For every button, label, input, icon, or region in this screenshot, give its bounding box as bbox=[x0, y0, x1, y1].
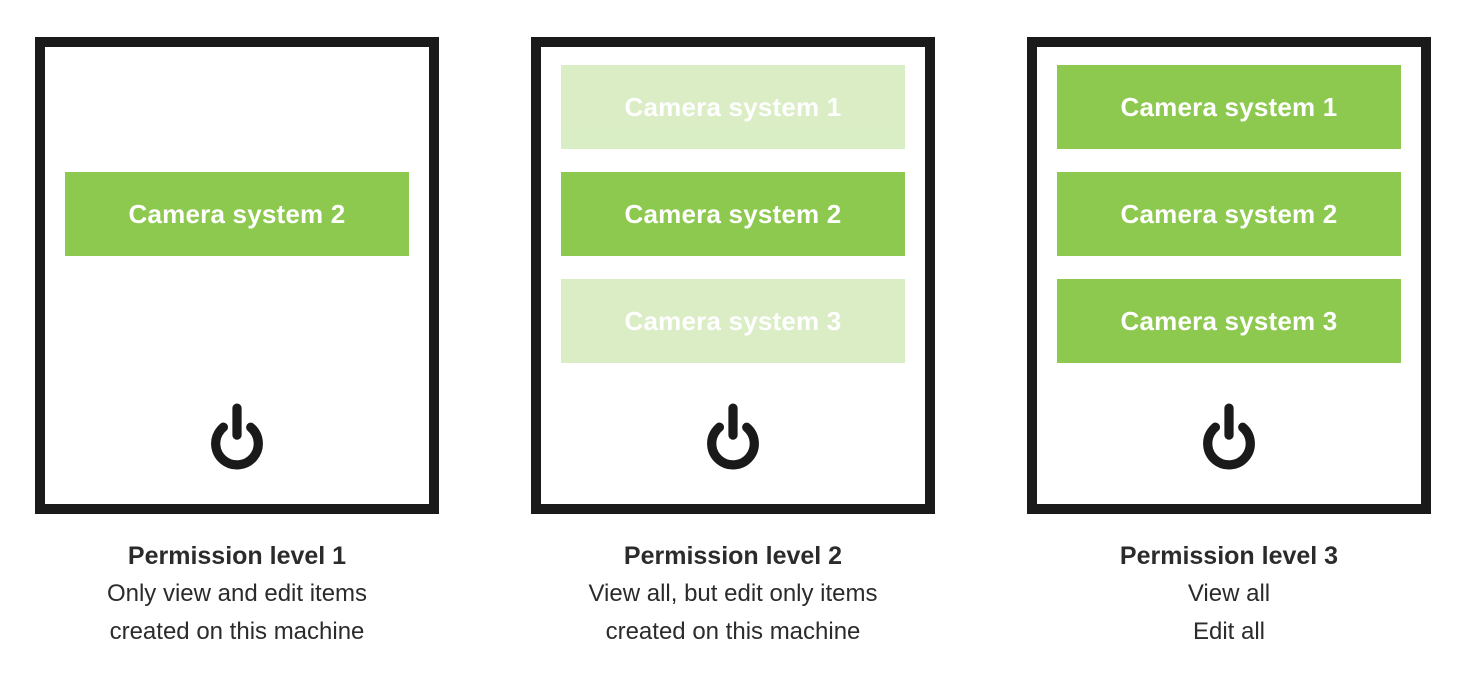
caption-title: Permission level 2 bbox=[623, 542, 843, 570]
camera-system-button[interactable]: Camera system 1 bbox=[1057, 65, 1401, 149]
caption-block: Permission level 2 View all, but edit on… bbox=[531, 537, 935, 651]
caption-line: Edit all bbox=[1192, 618, 1266, 645]
columns-row: Camera system 2 Permission level 1 Only … bbox=[35, 37, 1431, 651]
permission-column-3: Camera system 1 Camera system 2 Camera s… bbox=[1027, 37, 1431, 651]
caption-line: View all, but edit only items bbox=[588, 580, 878, 607]
device-screen-1: Camera system 2 bbox=[35, 37, 439, 514]
power-icon[interactable] bbox=[1197, 401, 1261, 472]
power-icon[interactable] bbox=[205, 401, 269, 472]
camera-system-button[interactable]: Camera system 2 bbox=[65, 172, 409, 256]
camera-system-button[interactable]: Camera system 2 bbox=[561, 172, 905, 256]
camera-system-button[interactable]: Camera system 2 bbox=[1057, 172, 1401, 256]
permission-column-1: Camera system 2 Permission level 1 Only … bbox=[35, 37, 439, 651]
button-slots: Camera system 1 Camera system 2 Camera s… bbox=[541, 47, 925, 363]
caption-title: Permission level 3 bbox=[1119, 542, 1339, 570]
device-screen-2: Camera system 1 Camera system 2 Camera s… bbox=[531, 37, 935, 514]
caption-line: View all bbox=[1187, 580, 1271, 607]
camera-system-button[interactable]: Camera system 3 bbox=[1057, 279, 1401, 363]
button-slots: Camera system 2 bbox=[45, 47, 429, 363]
power-icon[interactable] bbox=[701, 401, 765, 472]
device-screen-3: Camera system 1 Camera system 2 Camera s… bbox=[1027, 37, 1431, 514]
camera-system-button[interactable]: Camera system 3 bbox=[561, 279, 905, 363]
caption-title: Permission level 1 bbox=[127, 542, 347, 570]
permission-column-2: Camera system 1 Camera system 2 Camera s… bbox=[531, 37, 935, 651]
caption-line: created on this machine bbox=[109, 618, 365, 645]
button-slots: Camera system 1 Camera system 2 Camera s… bbox=[1037, 47, 1421, 363]
caption-block: Permission level 1 Only view and edit it… bbox=[35, 537, 439, 651]
caption-line: Only view and edit items bbox=[106, 580, 368, 607]
caption-line: created on this machine bbox=[605, 618, 861, 645]
camera-system-button[interactable]: Camera system 1 bbox=[561, 65, 905, 149]
caption-block: Permission level 3 View all Edit all bbox=[1027, 537, 1431, 651]
